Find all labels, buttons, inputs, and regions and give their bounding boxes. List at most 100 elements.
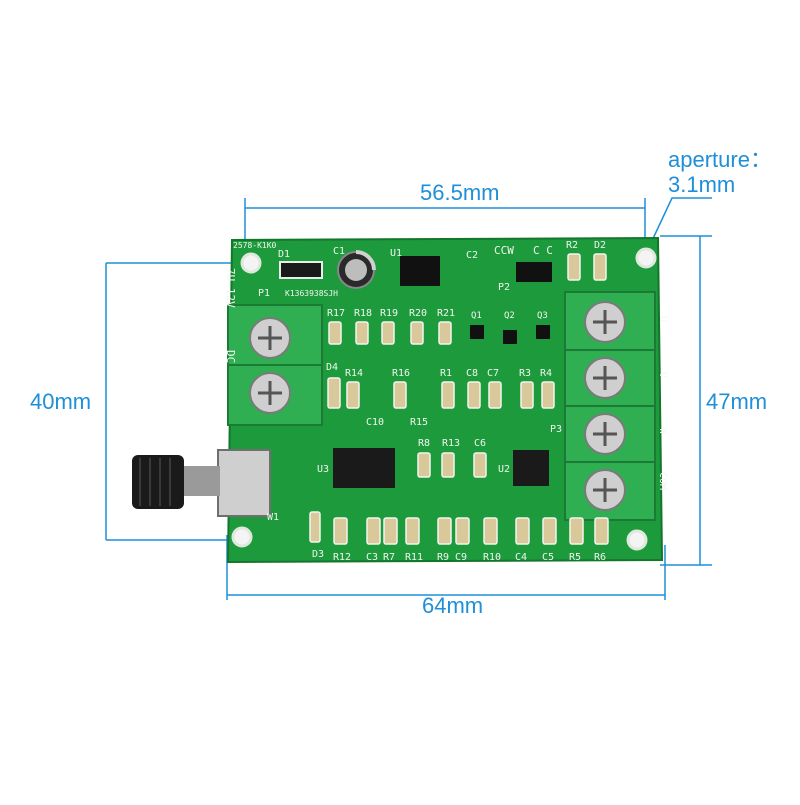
silk-label: R18 [354, 308, 372, 319]
silk-label: R7 [383, 552, 395, 563]
silk-label: R12 [333, 552, 351, 563]
silk-side-dc: DC [224, 350, 237, 363]
silk-label: C5 [542, 552, 554, 563]
silk-label: R15 [410, 417, 428, 428]
silk-header: 2578-K1K0 [233, 241, 277, 250]
smd-component [483, 517, 498, 545]
smd-component [473, 452, 487, 478]
smd-component [594, 517, 609, 545]
silk-phase-u: U [657, 316, 668, 322]
screw-terminal-icon [584, 413, 626, 455]
smd-component [355, 321, 369, 345]
smd-component [346, 381, 360, 409]
smd-component [515, 517, 530, 545]
silk-label: R11 [405, 552, 423, 563]
pcb-board: 2578-K1K0 K1363938SJH P1 P2 P3 D1 D2 D3 … [132, 236, 668, 564]
silk-r2: R2 [566, 240, 578, 251]
board-height-label: 47mm [706, 389, 768, 414]
smd-component [438, 321, 452, 345]
smd-component [366, 517, 381, 545]
smd-component [455, 517, 470, 545]
silk-label: R14 [345, 368, 363, 379]
smd-component [541, 381, 555, 409]
hole-spacing-width-label: 56.5mm [420, 180, 500, 205]
aperture-label: aperture： [668, 147, 772, 172]
silk-label: Q3 [537, 311, 548, 321]
silk-label: R5 [569, 552, 581, 563]
aperture-leader-line [649, 197, 712, 246]
screw-terminal-icon [584, 301, 626, 343]
smd-component [437, 517, 452, 545]
smd-component [309, 511, 321, 543]
silk-c2: C2 [466, 250, 478, 261]
silk-cw: C C [533, 244, 553, 257]
smd-component [383, 517, 398, 545]
silk-p2: P2 [498, 282, 510, 293]
silk-label: C6 [474, 438, 486, 449]
regulator-u1 [400, 256, 440, 286]
silk-label: R20 [409, 308, 427, 319]
ic-chip-icon [513, 450, 549, 486]
silk-label: C7 [487, 368, 499, 379]
silk-phase-v: V [657, 372, 668, 378]
screw-terminal-icon [249, 372, 291, 414]
screw-terminal-icon [584, 469, 626, 511]
board-width-label: 64mm [422, 593, 484, 618]
transistor-q3 [536, 325, 550, 339]
aperture-value: 3.1mm [668, 172, 736, 197]
mounting-hole-bottom-left [231, 526, 253, 548]
smd-component [410, 321, 424, 345]
smd-component [333, 517, 348, 545]
silk-u1: U1 [390, 248, 402, 259]
silk-label: R4 [540, 368, 552, 379]
smd-component [417, 452, 431, 478]
silk-label: R19 [380, 308, 398, 319]
silk-label: C9 [455, 552, 467, 563]
silk-part-code: K1363938SJH [285, 289, 338, 298]
silk-label: Q1 [471, 311, 482, 321]
silk-w1: W1 [267, 512, 279, 523]
silk-d3: D3 [312, 549, 324, 560]
mounting-hole-top-right [635, 247, 657, 269]
silk-d4: D4 [326, 362, 338, 373]
silk-side-voltage: 7U-12V [224, 268, 237, 308]
potentiometer-knob-icon [132, 449, 271, 517]
silk-c1: C1 [333, 246, 345, 257]
silk-label: R6 [594, 552, 606, 563]
smd-component [520, 381, 534, 409]
silk-ccw: CCW [494, 244, 514, 257]
silk-label: C10 [366, 417, 384, 428]
mounting-hole-bottom-right [626, 529, 648, 551]
silk-label: C3 [366, 552, 378, 563]
silk-label: C8 [466, 368, 478, 379]
smd-component [542, 517, 557, 545]
screw-terminal-icon [584, 357, 626, 399]
silk-u3: U3 [317, 464, 329, 475]
smd-component [328, 321, 342, 345]
smd-component [569, 517, 584, 545]
terminal-block-p1 [227, 304, 323, 426]
smd-component [441, 381, 455, 409]
silk-label: R16 [392, 368, 410, 379]
silk-p3: P3 [550, 424, 562, 435]
electrolytic-capacitor-icon [337, 250, 376, 289]
jumper-p2 [516, 262, 552, 282]
smd-component [441, 452, 455, 478]
silk-u2: U2 [498, 464, 510, 475]
transistor-q1 [470, 325, 484, 339]
silk-label: C4 [515, 552, 527, 563]
hole-spacing-height-label: 40mm [30, 389, 92, 414]
terminal-block-p3 [564, 291, 656, 521]
silk-com: COM [657, 472, 668, 490]
silk-d2: D2 [594, 240, 606, 251]
smd-component [467, 381, 481, 409]
silk-phase-w: W [657, 428, 668, 435]
ic-chip-icon [333, 448, 395, 488]
smd-component [488, 381, 502, 409]
smd-component [593, 253, 607, 281]
silk-label: Q2 [504, 311, 515, 321]
silk-label: R17 [327, 308, 345, 319]
smd-component [567, 253, 581, 281]
